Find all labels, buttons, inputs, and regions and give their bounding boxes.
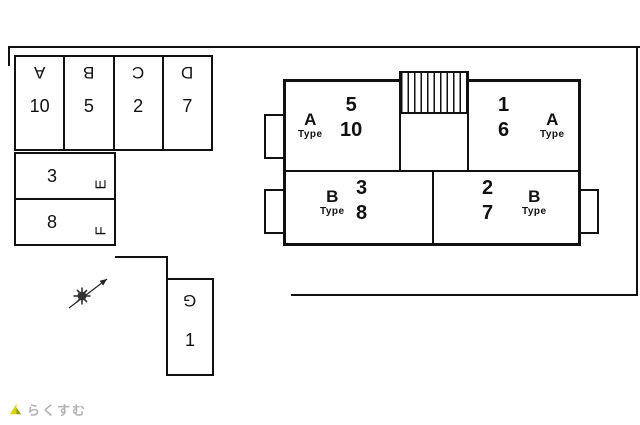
unit-type-label: Type: [522, 206, 547, 217]
unit-room-number: 1: [498, 94, 510, 116]
unit-type-label: Type: [298, 129, 323, 140]
unit-room-numbers: 1 6: [498, 93, 509, 143]
unit-type: A Type: [540, 110, 565, 141]
parking-stall-c: C 2: [115, 57, 164, 149]
parking-row-block: A 10 B 5 C 2 D 7: [14, 55, 213, 151]
unit-type-letter: B: [326, 187, 339, 206]
unit-type-label: Type: [320, 206, 345, 217]
unit-type: B Type: [522, 187, 547, 218]
unit-room-number: 7: [482, 202, 494, 224]
boundary-line-right: [636, 46, 638, 296]
stall-number: 5: [83, 96, 94, 116]
stall-number: 8: [46, 211, 57, 232]
stall-letter: A: [33, 63, 46, 82]
unit-type: A Type: [298, 110, 323, 141]
balcony: [578, 189, 599, 234]
unit-room-number: 6: [498, 119, 510, 141]
unit-b-bottom-right: 2 7 B Type: [434, 174, 574, 240]
boundary-line-left: [8, 46, 10, 66]
unit-type: B Type: [320, 187, 345, 218]
interior-wall-top-right: [467, 82, 469, 170]
parking-stall-a: A 10: [16, 57, 66, 149]
interior-wall-top-left: [399, 82, 401, 170]
watermark: らくすむ: [8, 400, 87, 419]
unit-room-number: 2: [482, 177, 494, 199]
unit-a-top-right: 1 6 A Type: [470, 85, 576, 167]
stall-number: 1: [184, 330, 195, 350]
unit-room-numbers: 2 7: [482, 176, 493, 226]
unit-room-number: 8: [356, 202, 368, 224]
unit-room-numbers: 3 8: [356, 176, 367, 226]
stall-number: 7: [182, 96, 193, 116]
balcony: [264, 189, 285, 234]
parking-stall-d: D 7: [164, 57, 211, 149]
rakusumu-logo-icon: [9, 403, 22, 415]
stall-letter: G: [183, 291, 197, 310]
unit-room-number: 3: [356, 177, 368, 199]
stall-letter: C: [131, 63, 145, 82]
unit-type-label: Type: [540, 129, 565, 140]
parking-stall-e: 3 E: [16, 154, 114, 200]
stall-number: 10: [29, 96, 50, 116]
interior-wall-bottom: [432, 172, 434, 244]
stall-letter: D: [181, 63, 194, 82]
unit-room-number: 10: [340, 119, 363, 141]
parking-stall-b: B 5: [65, 57, 115, 149]
watermark-text: らくすむ: [27, 403, 88, 418]
interior-wall-horizontal: [286, 170, 578, 172]
unit-type-letter: A: [546, 110, 559, 129]
drive-path-line-horizontal: [115, 256, 168, 258]
unit-a-top-left: A Type 5 10: [290, 85, 396, 167]
unit-type-letter: B: [528, 187, 541, 206]
parking-side-block: 3 E 8 F: [14, 152, 116, 246]
unit-room-number: 5: [345, 94, 357, 116]
balcony: [264, 114, 285, 159]
boundary-line-top: [8, 46, 640, 48]
boundary-line-bottom: [291, 294, 638, 296]
unit-type-letter: A: [304, 110, 317, 129]
parking-stall-f: 8 F: [16, 200, 114, 244]
stall-number: 3: [46, 165, 57, 186]
parking-stall-g: G 1: [166, 278, 214, 376]
stall-number: 2: [133, 96, 144, 116]
compass-needle-icon: [68, 278, 108, 309]
drive-path-line-vertical: [166, 256, 168, 280]
unit-b-bottom-left: B Type 3 8: [290, 174, 428, 240]
stall-letter: F: [92, 225, 110, 235]
stall-letter: E: [92, 178, 110, 189]
unit-room-numbers: 5 10: [340, 93, 362, 143]
stall-letter: B: [83, 63, 95, 82]
stairs-hatch-icon: [399, 71, 469, 114]
